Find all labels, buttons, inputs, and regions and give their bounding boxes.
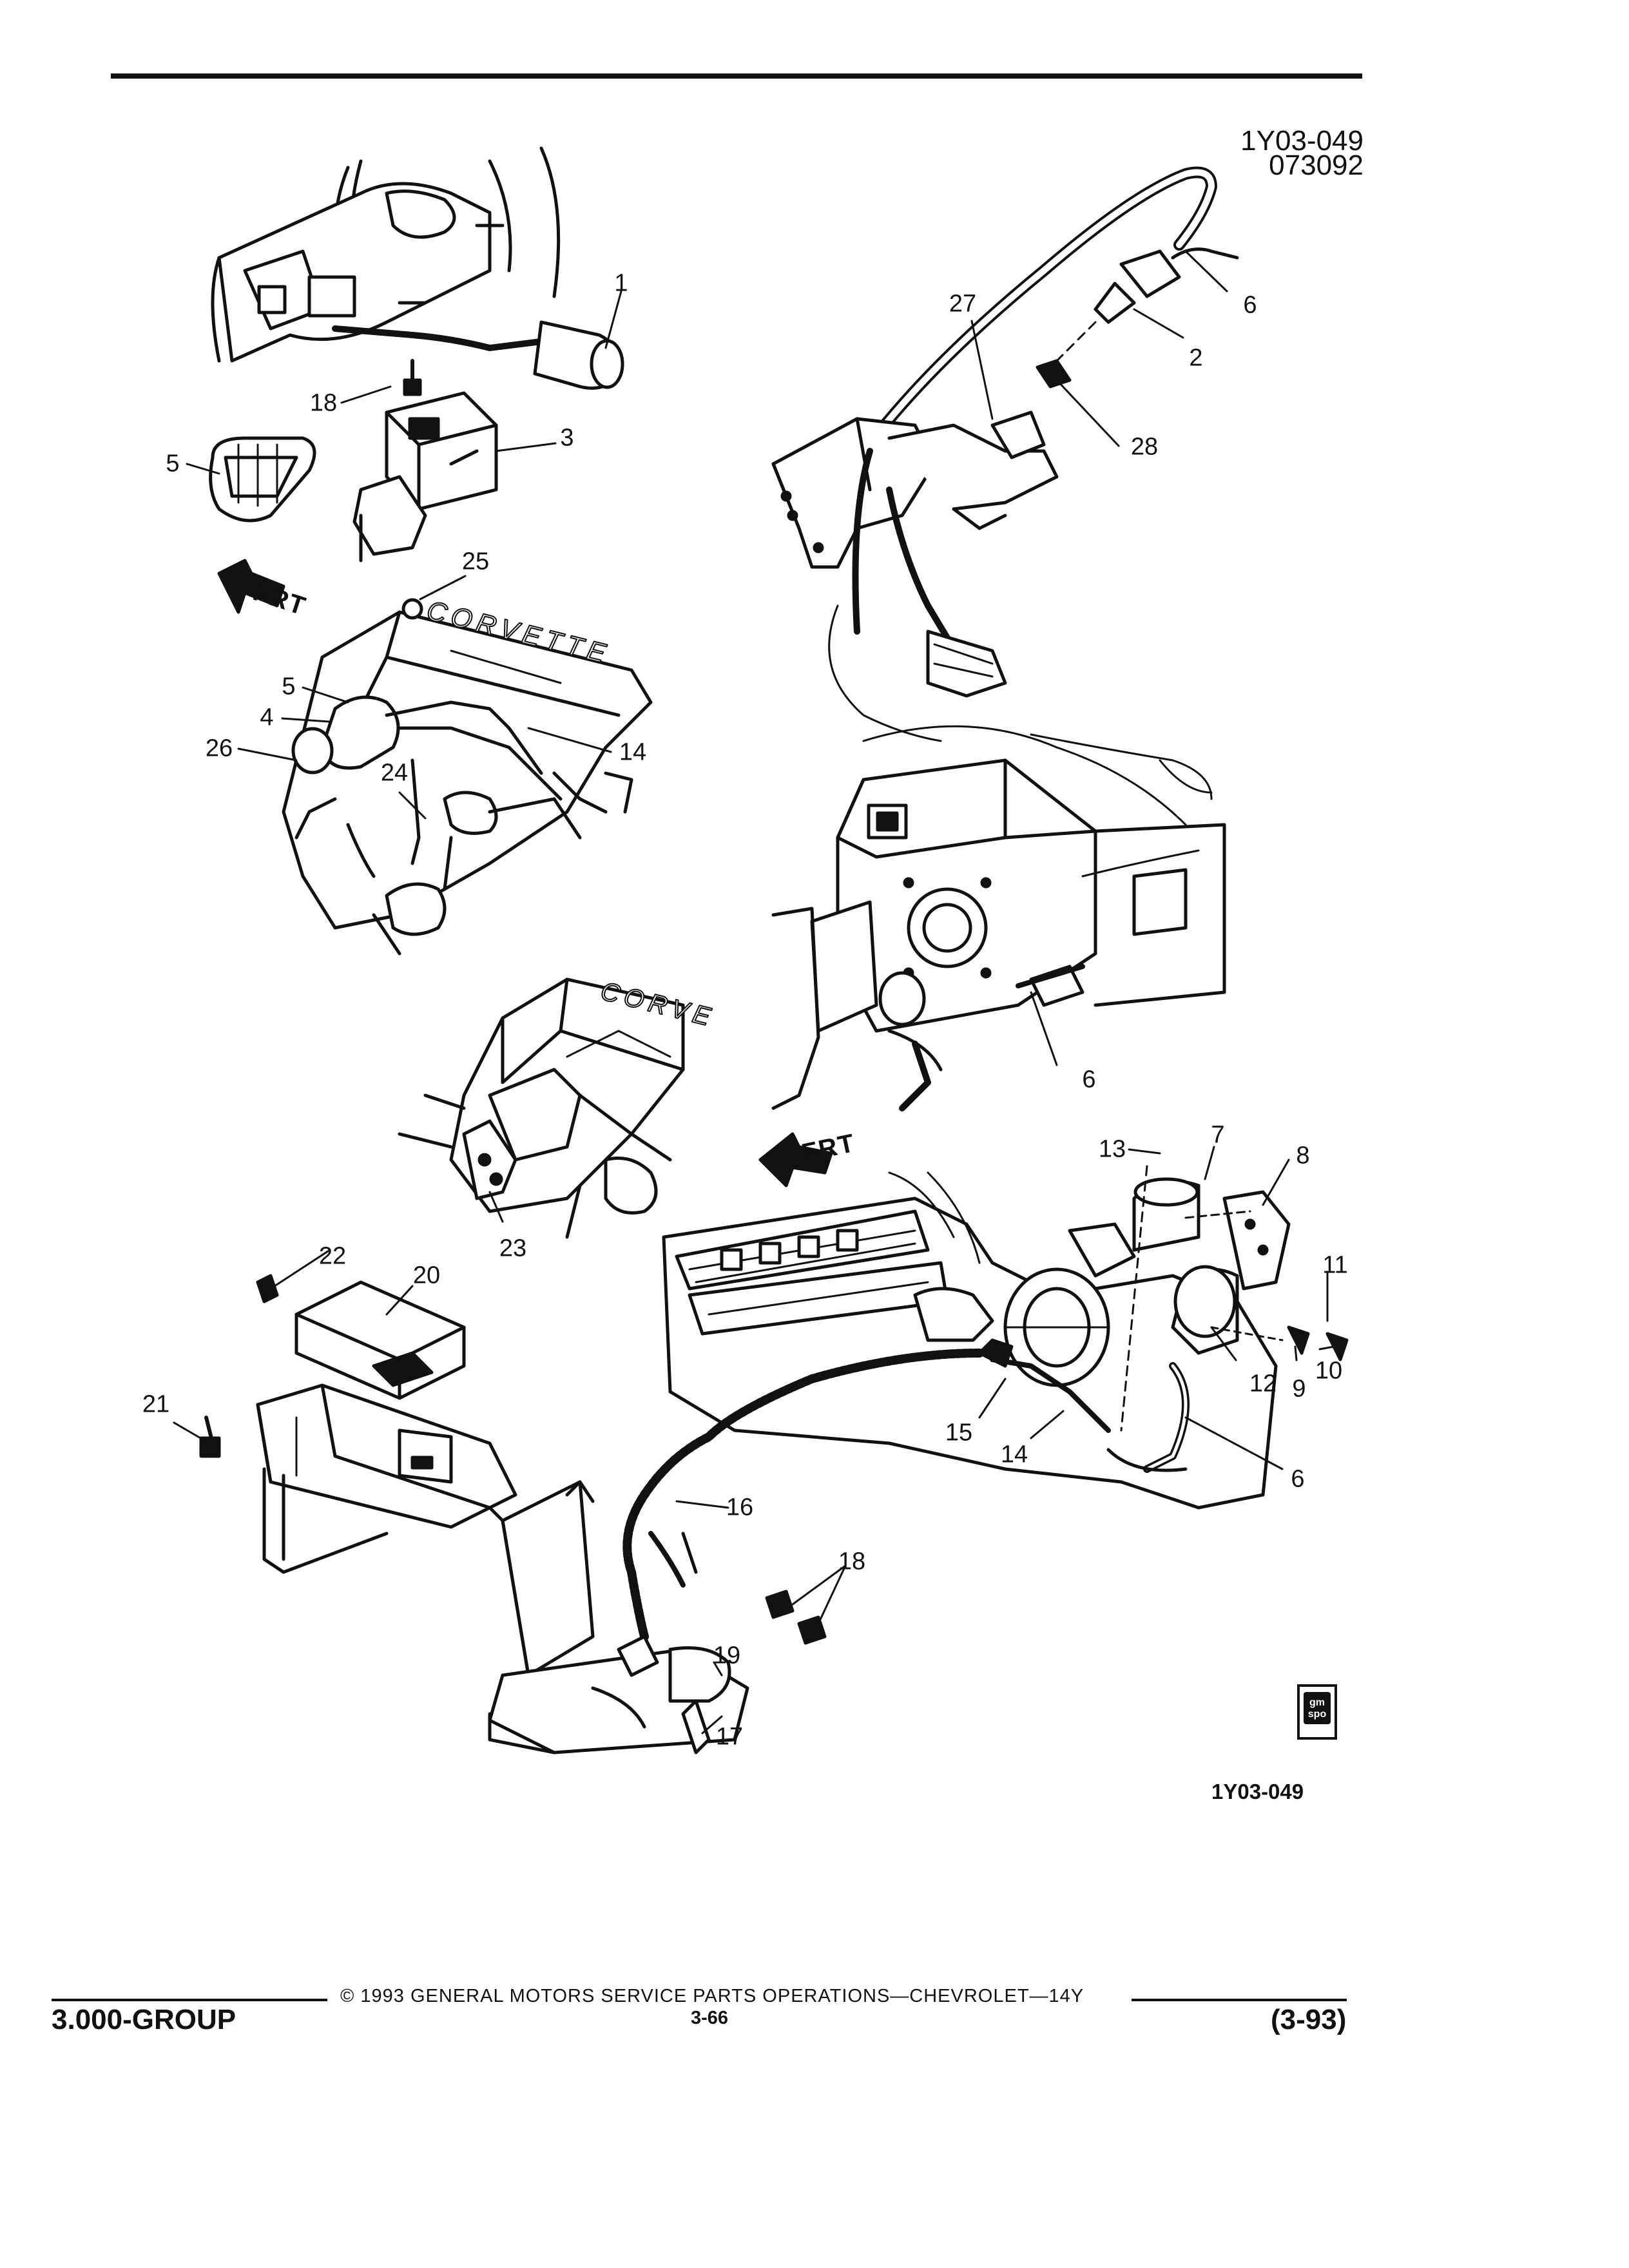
callout-6-bottom: 6: [1291, 1465, 1305, 1493]
figure-code: 1Y03-049: [1211, 1780, 1304, 1803]
footer-group: 3.000-GROUP: [52, 2004, 236, 2035]
callout-23: 23: [499, 1235, 527, 1262]
part-20-control-module-illustration: [199, 1274, 517, 1574]
brake-pedal-assembly-illustration: [771, 166, 1239, 742]
frt-arrow-bottom: [758, 1132, 833, 1187]
frt-arrow-top: [217, 559, 285, 614]
part-23-engine-view-illustration: [398, 977, 685, 1239]
part-3-illustration: [352, 359, 498, 562]
callout-19: 19: [713, 1642, 741, 1669]
callout-21: 21: [142, 1390, 170, 1418]
callout-2: 2: [1189, 344, 1203, 372]
illustration-code: 1Y03-049: [1240, 125, 1364, 157]
callout-6-middle: 6: [1082, 1066, 1096, 1093]
callout-17: 17: [715, 1723, 744, 1751]
callout-27: 27: [949, 290, 977, 318]
gm-spo-badge: gm spo: [1297, 1684, 1337, 1740]
callout-22: 22: [318, 1242, 347, 1270]
callout-26: 26: [205, 735, 233, 762]
callout-5-engine: 5: [282, 673, 296, 700]
callout-14-bottom: 14: [1000, 1441, 1028, 1468]
callout-18-top: 18: [309, 389, 338, 417]
footer-page-number: 3-66: [691, 2008, 729, 2028]
callout-24: 24: [380, 759, 409, 787]
steering-column-illustration: [211, 146, 624, 390]
firewall-dash-illustration: [771, 725, 1226, 1111]
callout-7: 7: [1211, 1121, 1225, 1149]
callout-5-top: 5: [166, 450, 180, 477]
callout-8: 8: [1296, 1142, 1310, 1169]
wiring-harness-illustration: [488, 1338, 1111, 1754]
callout-28: 28: [1130, 433, 1159, 461]
callout-12: 12: [1249, 1370, 1277, 1398]
callout-14-top: 14: [619, 738, 647, 766]
callout-4: 4: [260, 704, 274, 731]
callout-9: 9: [1292, 1375, 1306, 1403]
footer-copyright: © 1993 GENERAL MOTORS SERVICE PARTS OPER…: [340, 1986, 1084, 2006]
callout-25: 25: [461, 548, 490, 575]
callout-13: 13: [1098, 1135, 1126, 1163]
gm-spo-badge-text: gm spo: [1304, 1692, 1331, 1724]
callout-18-bottom: 18: [838, 1548, 866, 1575]
top-rule: [111, 73, 1362, 79]
callout-1: 1: [614, 269, 628, 297]
callout-20: 20: [412, 1262, 441, 1289]
part-5-boot-illustration: [209, 436, 316, 523]
callout-15: 15: [945, 1419, 973, 1446]
illustration-date-code: 073092: [1269, 149, 1364, 181]
callout-10: 10: [1315, 1357, 1343, 1385]
engine-top-illustration: [282, 598, 653, 956]
callout-3: 3: [560, 424, 574, 452]
callout-11: 11: [1322, 1251, 1348, 1279]
footer-rule-right: [1132, 1999, 1347, 2001]
callout-16: 16: [726, 1494, 754, 1521]
callout-leader-lines: [173, 250, 1335, 1735]
footer-date: (3-93): [1271, 2004, 1347, 2035]
footer-rule-left: [52, 1999, 327, 2001]
callout-6-top: 6: [1243, 291, 1257, 319]
